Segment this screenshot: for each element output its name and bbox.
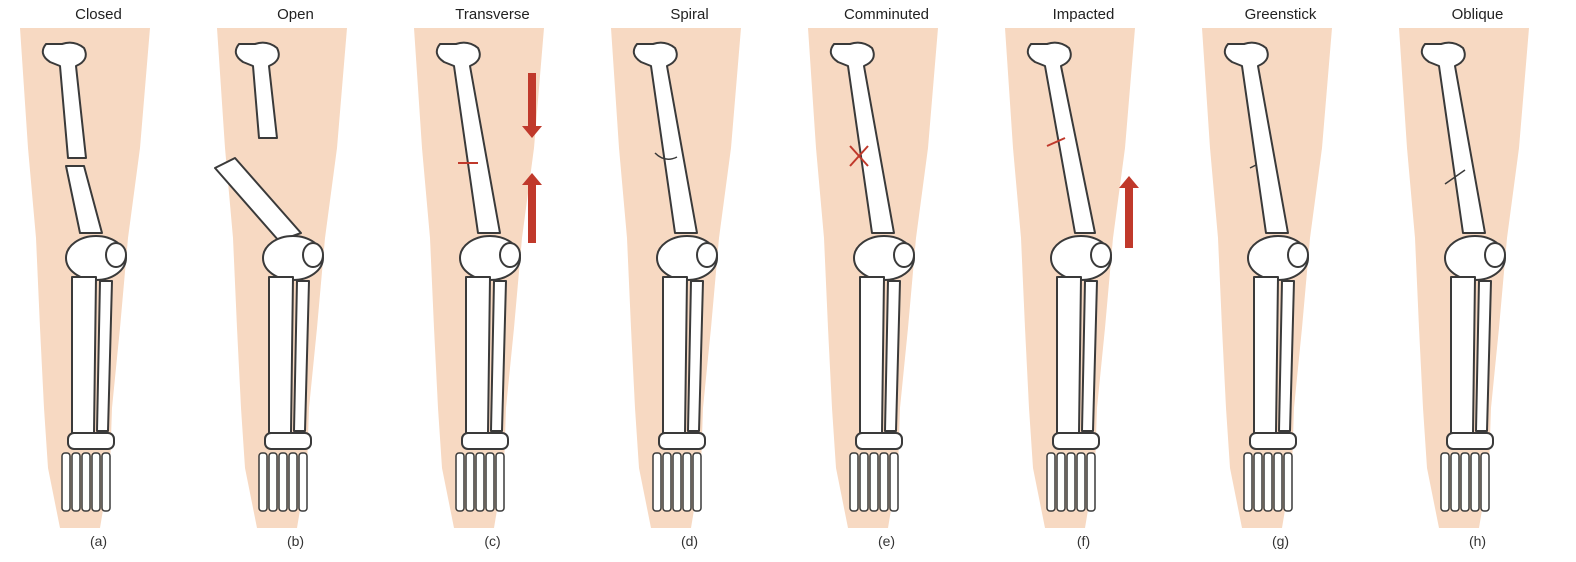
foot-bones <box>1244 453 1292 511</box>
panel-title: Transverse <box>394 6 591 23</box>
panel-oblique: Oblique (h) <box>1379 0 1576 562</box>
panel-letter: (g) <box>1182 533 1379 549</box>
panel-title: Spiral <box>591 6 788 23</box>
leg-illustration <box>394 28 591 528</box>
ankle-bones <box>68 433 114 449</box>
tibia <box>663 277 687 433</box>
tibia <box>1254 277 1278 433</box>
panel-transverse: Transverse (c) <box>394 0 591 562</box>
panel-closed: Closed (a) <box>0 0 197 562</box>
panel-letter: (a) <box>0 533 197 549</box>
patella <box>894 243 914 267</box>
patella <box>697 243 717 267</box>
panel-letter: (d) <box>591 533 788 549</box>
tibia <box>1057 277 1081 433</box>
patella <box>1091 243 1111 267</box>
ankle-bones <box>265 433 311 449</box>
leg-illustration <box>591 28 788 528</box>
tibia <box>1451 277 1475 433</box>
panel-title: Closed <box>0 6 197 23</box>
tibia <box>269 277 293 433</box>
panel-open: Open (b) <box>197 0 394 562</box>
panel-title: Open <box>197 6 394 23</box>
panel-letter: (e) <box>788 533 985 549</box>
panel-title: Greenstick <box>1182 6 1379 23</box>
tibia <box>72 277 96 433</box>
panel-letter: (c) <box>394 533 591 549</box>
leg-illustration <box>1379 28 1576 528</box>
ankle-bones <box>1053 433 1099 449</box>
tibia <box>466 277 490 433</box>
panel-title: Oblique <box>1379 6 1576 23</box>
leg-illustration <box>985 28 1182 528</box>
patella <box>106 243 126 267</box>
foot-bones <box>653 453 701 511</box>
leg-illustration <box>1182 28 1379 528</box>
leg-illustration <box>788 28 985 528</box>
patella <box>500 243 520 267</box>
panel-spiral: Spiral (d) <box>591 0 788 562</box>
foot-bones <box>62 453 110 511</box>
panel-letter: (h) <box>1379 533 1576 549</box>
foot-bones <box>1441 453 1489 511</box>
ankle-bones <box>1447 433 1493 449</box>
panel-comminuted: Comminuted (e) <box>788 0 985 562</box>
patella <box>1485 243 1505 267</box>
foot-bones <box>850 453 898 511</box>
ankle-bones <box>856 433 902 449</box>
foot-bones <box>1047 453 1095 511</box>
impact-arrow-up <box>1119 176 1139 248</box>
leg-illustration <box>0 28 197 528</box>
patella <box>303 243 323 267</box>
foot-bones <box>259 453 307 511</box>
foot-bones <box>456 453 504 511</box>
panel-letter: (b) <box>197 533 394 549</box>
panel-impacted: Impacted (f) <box>985 0 1182 562</box>
ankle-bones <box>659 433 705 449</box>
panel-greenstick: Greenstick (g) <box>1182 0 1379 562</box>
leg-illustration <box>197 28 394 528</box>
ankle-bones <box>462 433 508 449</box>
panel-title: Impacted <box>985 6 1182 23</box>
tibia <box>860 277 884 433</box>
panel-title: Comminuted <box>788 6 985 23</box>
ankle-bones <box>1250 433 1296 449</box>
panel-letter: (f) <box>985 533 1182 549</box>
patella <box>1288 243 1308 267</box>
